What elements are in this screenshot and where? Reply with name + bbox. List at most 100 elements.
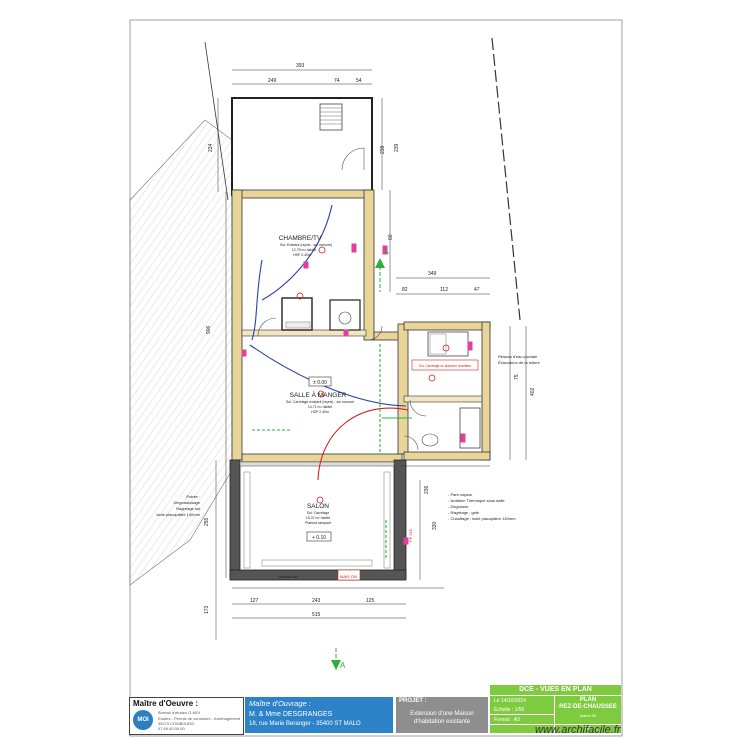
note-sdb-1: Évacuation de la toiture — [498, 360, 541, 365]
level-box-salle — [308, 376, 332, 387]
dim-right-e: 82 — [402, 287, 408, 293]
level-box-salon — [306, 531, 332, 542]
dim-left-a: 234 — [208, 143, 214, 152]
sdb-note: Sol: Carrelage ou plancher chauffant — [419, 364, 471, 368]
salle-level: ± 0.00 — [313, 380, 327, 386]
electrical-runs — [249, 204, 412, 560]
dim-right-i: 75 — [514, 374, 520, 380]
dce-format: Format : A3 — [494, 717, 520, 723]
notes-right: - Pare-vapeur - Isolation Thermique sous… — [278, 249, 541, 670]
light-points — [296, 246, 450, 504]
annex-door-swing — [341, 147, 365, 171]
plan-phase: Indice 00 — [579, 713, 597, 718]
salon-line1: Sol: Carrelage — [307, 511, 329, 515]
dce-scale: Échelle : 1/50 — [494, 707, 525, 713]
dim-top-b: 74 — [334, 78, 340, 84]
proj-line2: d'habitation existante — [413, 719, 471, 725]
section-mark-bottom: A — [340, 661, 346, 670]
dim-left-d: 173 — [204, 605, 210, 614]
salon-level: + 0.10 — [312, 535, 326, 541]
dim-left-c: 255 — [204, 517, 210, 526]
notes-left: Pointe : Dégrossissage Ragréage sol Isol… — [156, 494, 200, 517]
existing-annex — [231, 97, 373, 196]
dce-date: Le 14/10/2024 — [494, 698, 526, 704]
bathroom-walls — [403, 321, 491, 461]
note-right-4: - Chauffage : isolé placoplâtre 140mm — [448, 516, 516, 521]
dim-bottom-a: 127 — [250, 598, 259, 604]
dim-right-h: 402 — [530, 387, 536, 396]
watermark: www.archifacile.fr — [535, 724, 621, 736]
mo-name: M. & Mme DESGRANGES — [249, 711, 333, 718]
plan-title-2: REZ-DE-CHAUSSEE — [559, 704, 617, 710]
salon-name: SALON — [307, 503, 329, 510]
salle-line3: HSP 2.40m — [311, 410, 329, 414]
annex-stair — [319, 103, 343, 131]
property-line-left — [204, 41, 229, 201]
dimension-texts: 393 249 74 54 234 906 255 173 238 239 60… — [204, 63, 536, 618]
main-walls — [231, 189, 409, 463]
door-swings — [257, 317, 427, 451]
chambre-fixtures — [281, 297, 361, 331]
proj-title: PROJET : — [399, 698, 427, 704]
note-right-1: - Isolation Thermique sous dalle — [448, 498, 505, 503]
chambre-line1: Sol: Existant (repris - sur mesure) — [280, 243, 332, 247]
plan-page: 06 — [585, 726, 591, 732]
dim-top-c: 54 — [356, 78, 362, 84]
note-right-3: - Ragréage : gelé — [448, 510, 480, 515]
dim-right-k: 236 — [424, 485, 430, 494]
note-red: MAIS ON — [340, 574, 357, 579]
dim-right-b: 239 — [394, 143, 400, 152]
note-right-0: - Pare-vapeur — [448, 492, 473, 497]
mo-title: Maître d'Ouvrage : — [249, 699, 311, 708]
title-block-moe: Maître d'Oeuvre : MOI Bureau d'études G-… — [129, 697, 244, 735]
dce-title: DCE - VUES EN PLAN — [519, 686, 592, 693]
dim-top-a: 249 — [268, 78, 277, 84]
note-lintel: Linteau Alu — [278, 574, 298, 579]
plan-title-1: PLAN — [579, 697, 597, 703]
dim-right-f: 112 — [440, 287, 448, 293]
moe-line1: Etudes - Permis de construire - Aménagem… — [158, 716, 241, 721]
note-left-3: Isolé placoplâtre 140mm — [156, 512, 200, 517]
window-red-box — [337, 569, 361, 581]
salon-line3: Plafond rampant — [305, 521, 331, 525]
property-line-right — [491, 37, 521, 321]
dim-left-b: 906 — [206, 325, 212, 334]
dim-right-g: 47 — [474, 287, 480, 293]
salon-line2: 15.37 m² habité — [306, 516, 330, 520]
note-left-1: Dégrossissage — [174, 500, 201, 505]
salle-line2: 14.71 m² habité — [308, 405, 332, 409]
dim-bottom-b: 243 — [312, 598, 321, 604]
title-block-mo: Maître d'Ouvrage : M. & Mme DESGRANGES 1… — [245, 697, 393, 733]
note-pf: PF 215 — [408, 528, 413, 542]
note-right-2: - Dégroisse — [448, 504, 469, 509]
mo-address: 18, rue Marie Beranger - 35400 ST MALO — [249, 721, 361, 727]
dim-right-c: 60 — [388, 234, 394, 240]
salle-line1: Sol: Carrelage existant (repris) - sur m… — [286, 400, 354, 404]
moe-line2: 35270 COMBOURG — [158, 721, 195, 726]
title-block-dce: DCE - VUES EN PLAN Le 14/10/2024 Échelle… — [490, 685, 621, 733]
salon-walls — [229, 459, 407, 581]
electrical-symbols — [241, 243, 473, 545]
section-line — [331, 258, 385, 672]
dim-right-a: 238 — [380, 145, 386, 154]
note-left-2: Ragréage sol — [176, 506, 200, 511]
proj-line1: Extension d'une Maison — [410, 711, 474, 717]
moe-logo: MOI — [133, 710, 153, 730]
note-left-0: Pointe : — [186, 494, 200, 499]
dim-top-overall: 393 — [296, 63, 305, 69]
moe-title: Maître d'Oeuvre : — [133, 699, 199, 708]
section-mark-top: A — [384, 249, 389, 256]
salle-name: SALLE À MANGER — [290, 390, 347, 399]
dim-right-j: 330 — [432, 521, 438, 530]
chambre-name: CHAMBRE/TV — [279, 235, 322, 242]
dim-bottom-c: 125 — [366, 598, 375, 604]
dim-right-d: 349 — [428, 271, 437, 277]
note-sdb-0: Réseau d'eau pluviale — [498, 354, 538, 359]
dim-bottom-overall: 515 — [312, 612, 321, 618]
room-labels: CHAMBRE/TV Sol: Existant (repris - sur m… — [279, 235, 471, 541]
dimension-lines — [215, 69, 527, 640]
title-block-project: PROJET : Extension d'une Maison d'habita… — [396, 697, 488, 733]
chambre-line2: 12.75 m² habité — [292, 248, 316, 252]
annex-stair-steps — [320, 107, 342, 125]
